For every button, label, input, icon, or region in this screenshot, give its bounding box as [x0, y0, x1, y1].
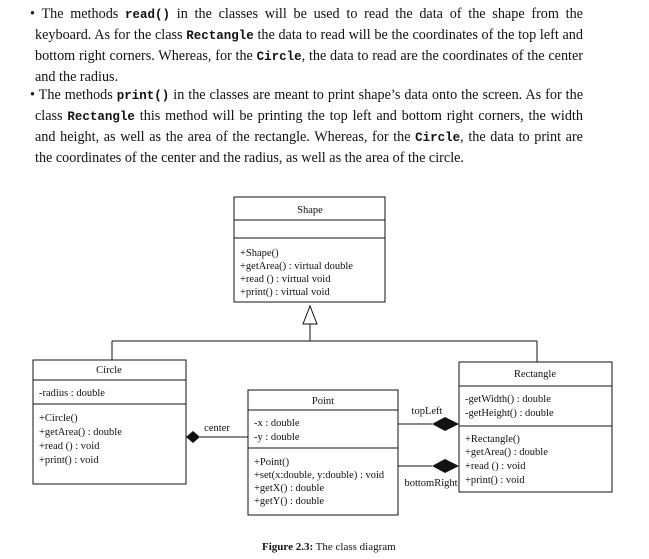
circle-method: +print() : void: [39, 455, 99, 466]
point-method: +getY() : double: [254, 496, 324, 507]
text-run: The methods: [34, 87, 117, 103]
point-class-name: Point: [312, 396, 334, 407]
bottomright-label: bottomRight: [404, 478, 457, 489]
circle-class-name: Circle: [96, 365, 122, 376]
text-run: this method will be printing the top lef…: [35, 108, 583, 145]
bullet: •: [30, 6, 35, 22]
caption-text: The class diagram: [313, 541, 396, 553]
rectangle-method: +read () : void: [465, 461, 526, 472]
circle-class-box: [32, 359, 187, 485]
paragraph-print-methods: • The methods print() in the classes are…: [30, 85, 583, 168]
shape-method: +read () : virtual void: [240, 274, 331, 285]
rectangle-class-box: [458, 361, 613, 493]
rectangle-attribute: -getWidth() : double: [465, 394, 551, 405]
text-run: in the classes are meant to print shape’…: [35, 87, 583, 124]
code-rectangle: Rectangle: [67, 110, 135, 124]
composition-diamond-icon: [432, 459, 459, 473]
circle-method: +Circle(): [39, 413, 78, 424]
point-attribute: -y : double: [254, 432, 300, 443]
rectangle-attribute: -getHeight() : double: [465, 408, 554, 419]
shape-class-box: [233, 196, 386, 303]
point-method: +Point(): [254, 457, 290, 468]
circle-method: +getArea() : double: [39, 427, 122, 438]
shape-method: +getArea() : virtual double: [240, 261, 353, 272]
point-class-box: [247, 389, 399, 516]
code-circle: Circle: [415, 131, 461, 145]
text-run: in the classes will be used to read the …: [35, 6, 583, 43]
center-label: center: [204, 423, 230, 434]
shape-method: +Shape(): [240, 248, 279, 259]
text-run: the data to read will be the coordinates…: [35, 27, 583, 64]
rectangle-method: +getArea() : double: [465, 447, 548, 458]
code-print: print(): [116, 89, 170, 103]
shape-class-name: Shape: [297, 205, 323, 216]
inheritance-arrow-icon: [302, 304, 318, 325]
point-method: +set(x:double, y:double) : void: [254, 470, 385, 481]
code-rectangle: Rectangle: [186, 29, 254, 43]
circle-attribute: -radius : double: [39, 388, 105, 399]
rectangle-class-name: Rectangle: [514, 369, 556, 380]
text-run: , the data to print are the coordinates …: [35, 129, 583, 166]
text-run: , the data to read are the coordinates o…: [35, 48, 583, 85]
text-run: The methods: [34, 6, 126, 22]
topleft-label: topLeft: [412, 406, 443, 417]
figure-caption: Figure 2.3: The class diagram: [262, 541, 396, 553]
point-attribute: -x : double: [254, 418, 300, 429]
rectangle-method: +print() : void: [465, 475, 525, 486]
paragraph-read-methods: • The methods read() in the classes will…: [30, 4, 583, 87]
caption-label: Figure 2.3:: [262, 541, 314, 553]
composition-diamond-icon: [432, 417, 459, 431]
point-method: +getX() : double: [254, 483, 324, 494]
composition-diamond-icon: [186, 431, 200, 443]
code-circle: Circle: [256, 50, 302, 64]
circle-method: +read () : void: [39, 441, 100, 452]
code-read: read(): [125, 8, 171, 22]
shape-method: +print() : virtual void: [240, 287, 330, 298]
bullet: •: [30, 87, 35, 103]
rectangle-method: +Rectangle(): [465, 434, 520, 445]
